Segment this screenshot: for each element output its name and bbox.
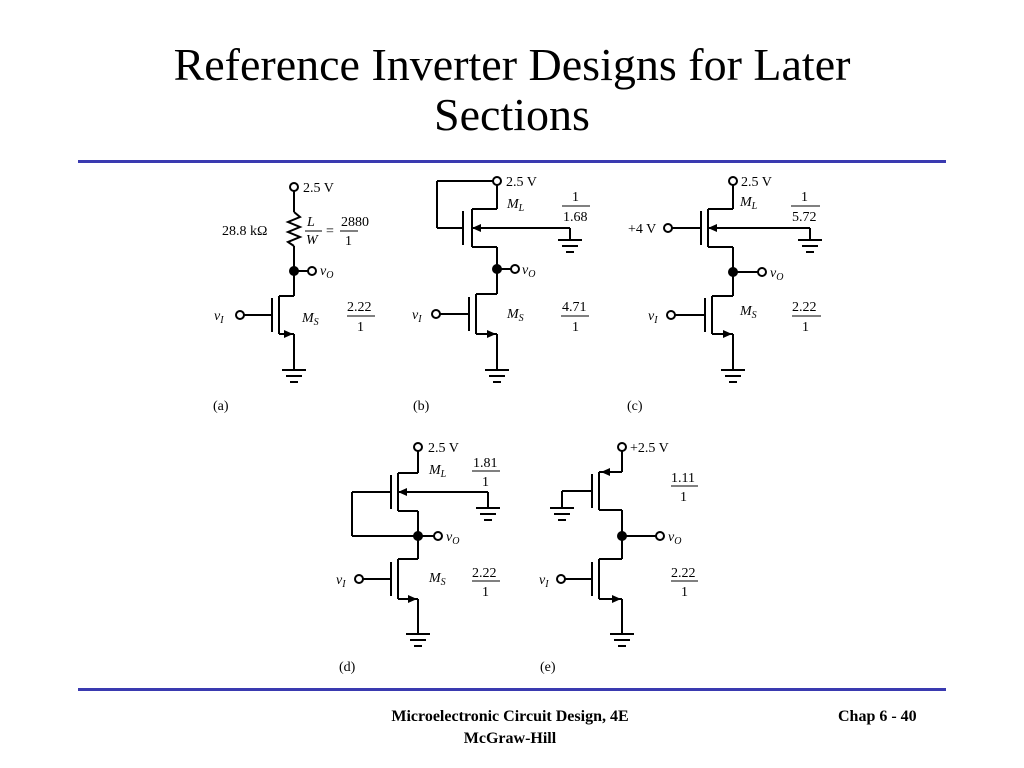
d-vi-label: vI	[336, 573, 346, 590]
e-vo-label: vO	[668, 530, 681, 547]
top-divider	[78, 160, 946, 163]
circuit-e	[550, 442, 698, 647]
gate-bias-terminal	[663, 223, 673, 233]
output-terminal	[307, 266, 317, 276]
b-vi-label: vI	[412, 308, 422, 325]
title-line-2: Sections	[434, 89, 590, 140]
title-line-1: Reference Inverter Designs for Later	[173, 39, 851, 90]
a-vi-label: vI	[214, 309, 224, 326]
b-ml-numerator: 1	[572, 190, 579, 205]
e-vi-label: vI	[539, 573, 549, 590]
d-supply-label: 2.5 V	[428, 441, 459, 456]
b-ml-label: ML	[506, 197, 525, 214]
b-ms-label: MS	[506, 307, 524, 324]
output-terminal	[757, 267, 767, 277]
circuit-a	[235, 182, 375, 383]
e-ms-denominator: 1	[681, 585, 688, 600]
d-ms-denominator: 1	[482, 585, 489, 600]
input-terminal	[666, 310, 676, 320]
circuit-d	[351, 442, 500, 647]
d-caption: (d)	[339, 660, 356, 675]
ml-body-arrow	[708, 224, 717, 232]
a-ms-denominator: 1	[357, 320, 364, 335]
d-vo-label: vO	[446, 530, 459, 547]
supply-terminal	[728, 176, 738, 186]
c-ml-denominator: 5.72	[792, 210, 817, 225]
e-ml-denominator: 1	[680, 490, 687, 505]
ms-arrow	[408, 595, 417, 603]
input-terminal	[354, 574, 364, 584]
a-lw-numerator: 2880	[341, 215, 369, 230]
e-ml-numerator: 1.11	[671, 471, 695, 486]
slide-title: Reference Inverter Designs for Later Sec…	[0, 40, 1024, 140]
a-lw-denominator: 1	[345, 234, 352, 249]
a-caption: (a)	[213, 399, 229, 414]
d-ms-label: MS	[428, 571, 446, 588]
d-ms-numerator: 2.22	[472, 566, 497, 581]
a-vo-label: vO	[320, 264, 333, 281]
supply-terminal	[413, 442, 423, 452]
a-l-label: L	[306, 215, 315, 230]
footer-book-title: Microelectronic Circuit Design, 4E	[391, 708, 629, 725]
bottom-divider	[78, 688, 946, 691]
supply-terminal	[492, 176, 502, 186]
ml-arrow	[601, 468, 610, 476]
ms-arrow	[723, 330, 732, 338]
input-terminal	[556, 574, 566, 584]
footer-source: Microelectronic Circuit Design, 4E McGra…	[360, 706, 660, 750]
b-caption: (b)	[413, 399, 430, 414]
b-supply-label: 2.5 V	[506, 175, 537, 190]
a-supply-label: 2.5 V	[303, 181, 334, 196]
a-w-label: W	[306, 233, 319, 248]
b-ms-denominator: 1	[572, 320, 579, 335]
supply-terminal	[289, 182, 299, 192]
e-ms-numerator: 2.22	[671, 566, 696, 581]
ml-body-arrow	[398, 488, 407, 496]
supply-terminal	[617, 442, 627, 452]
d-ml-denominator: 1	[482, 475, 489, 490]
b-vo-label: vO	[522, 263, 535, 280]
output-terminal	[510, 264, 520, 274]
output-terminal	[655, 531, 665, 541]
d-ml-label: ML	[428, 463, 447, 480]
c-ml-numerator: 1	[801, 190, 808, 205]
c-ms-label: MS	[739, 304, 757, 321]
c-caption: (c)	[627, 399, 643, 414]
input-terminal	[431, 309, 441, 319]
c-ms-denominator: 1	[802, 320, 809, 335]
circuit-b	[431, 176, 590, 383]
d-ml-numerator: 1.81	[473, 456, 498, 471]
c-vi-label: vI	[648, 309, 658, 326]
input-terminal	[235, 310, 245, 320]
c-supply-label: 2.5 V	[741, 175, 772, 190]
circuit-c	[663, 176, 822, 383]
b-ms-numerator: 4.71	[562, 300, 587, 315]
ml-body-arrow	[472, 224, 481, 232]
output-terminal	[433, 531, 443, 541]
a-equals: =	[326, 224, 334, 239]
ms-arrow	[284, 330, 293, 338]
footer-publisher: McGraw-Hill	[463, 730, 557, 747]
a-resistor-label: 28.8 kΩ	[222, 224, 267, 239]
a-ms-numerator: 2.22	[347, 300, 372, 315]
a-ms-label: MS	[301, 311, 319, 328]
ms-arrow	[612, 595, 621, 603]
e-supply-label: +2.5 V	[630, 441, 669, 456]
footer-page-number: Chap 6 - 40	[838, 708, 917, 725]
c-gate-bias-label: +4 V	[628, 222, 656, 237]
b-ml-denominator: 1.68	[563, 210, 588, 225]
ms-arrow	[487, 330, 496, 338]
e-caption: (e)	[540, 660, 556, 675]
c-ms-numerator: 2.22	[792, 300, 817, 315]
resistor	[285, 211, 303, 247]
c-vo-label: vO	[770, 266, 783, 283]
c-ml-label: ML	[739, 195, 758, 212]
